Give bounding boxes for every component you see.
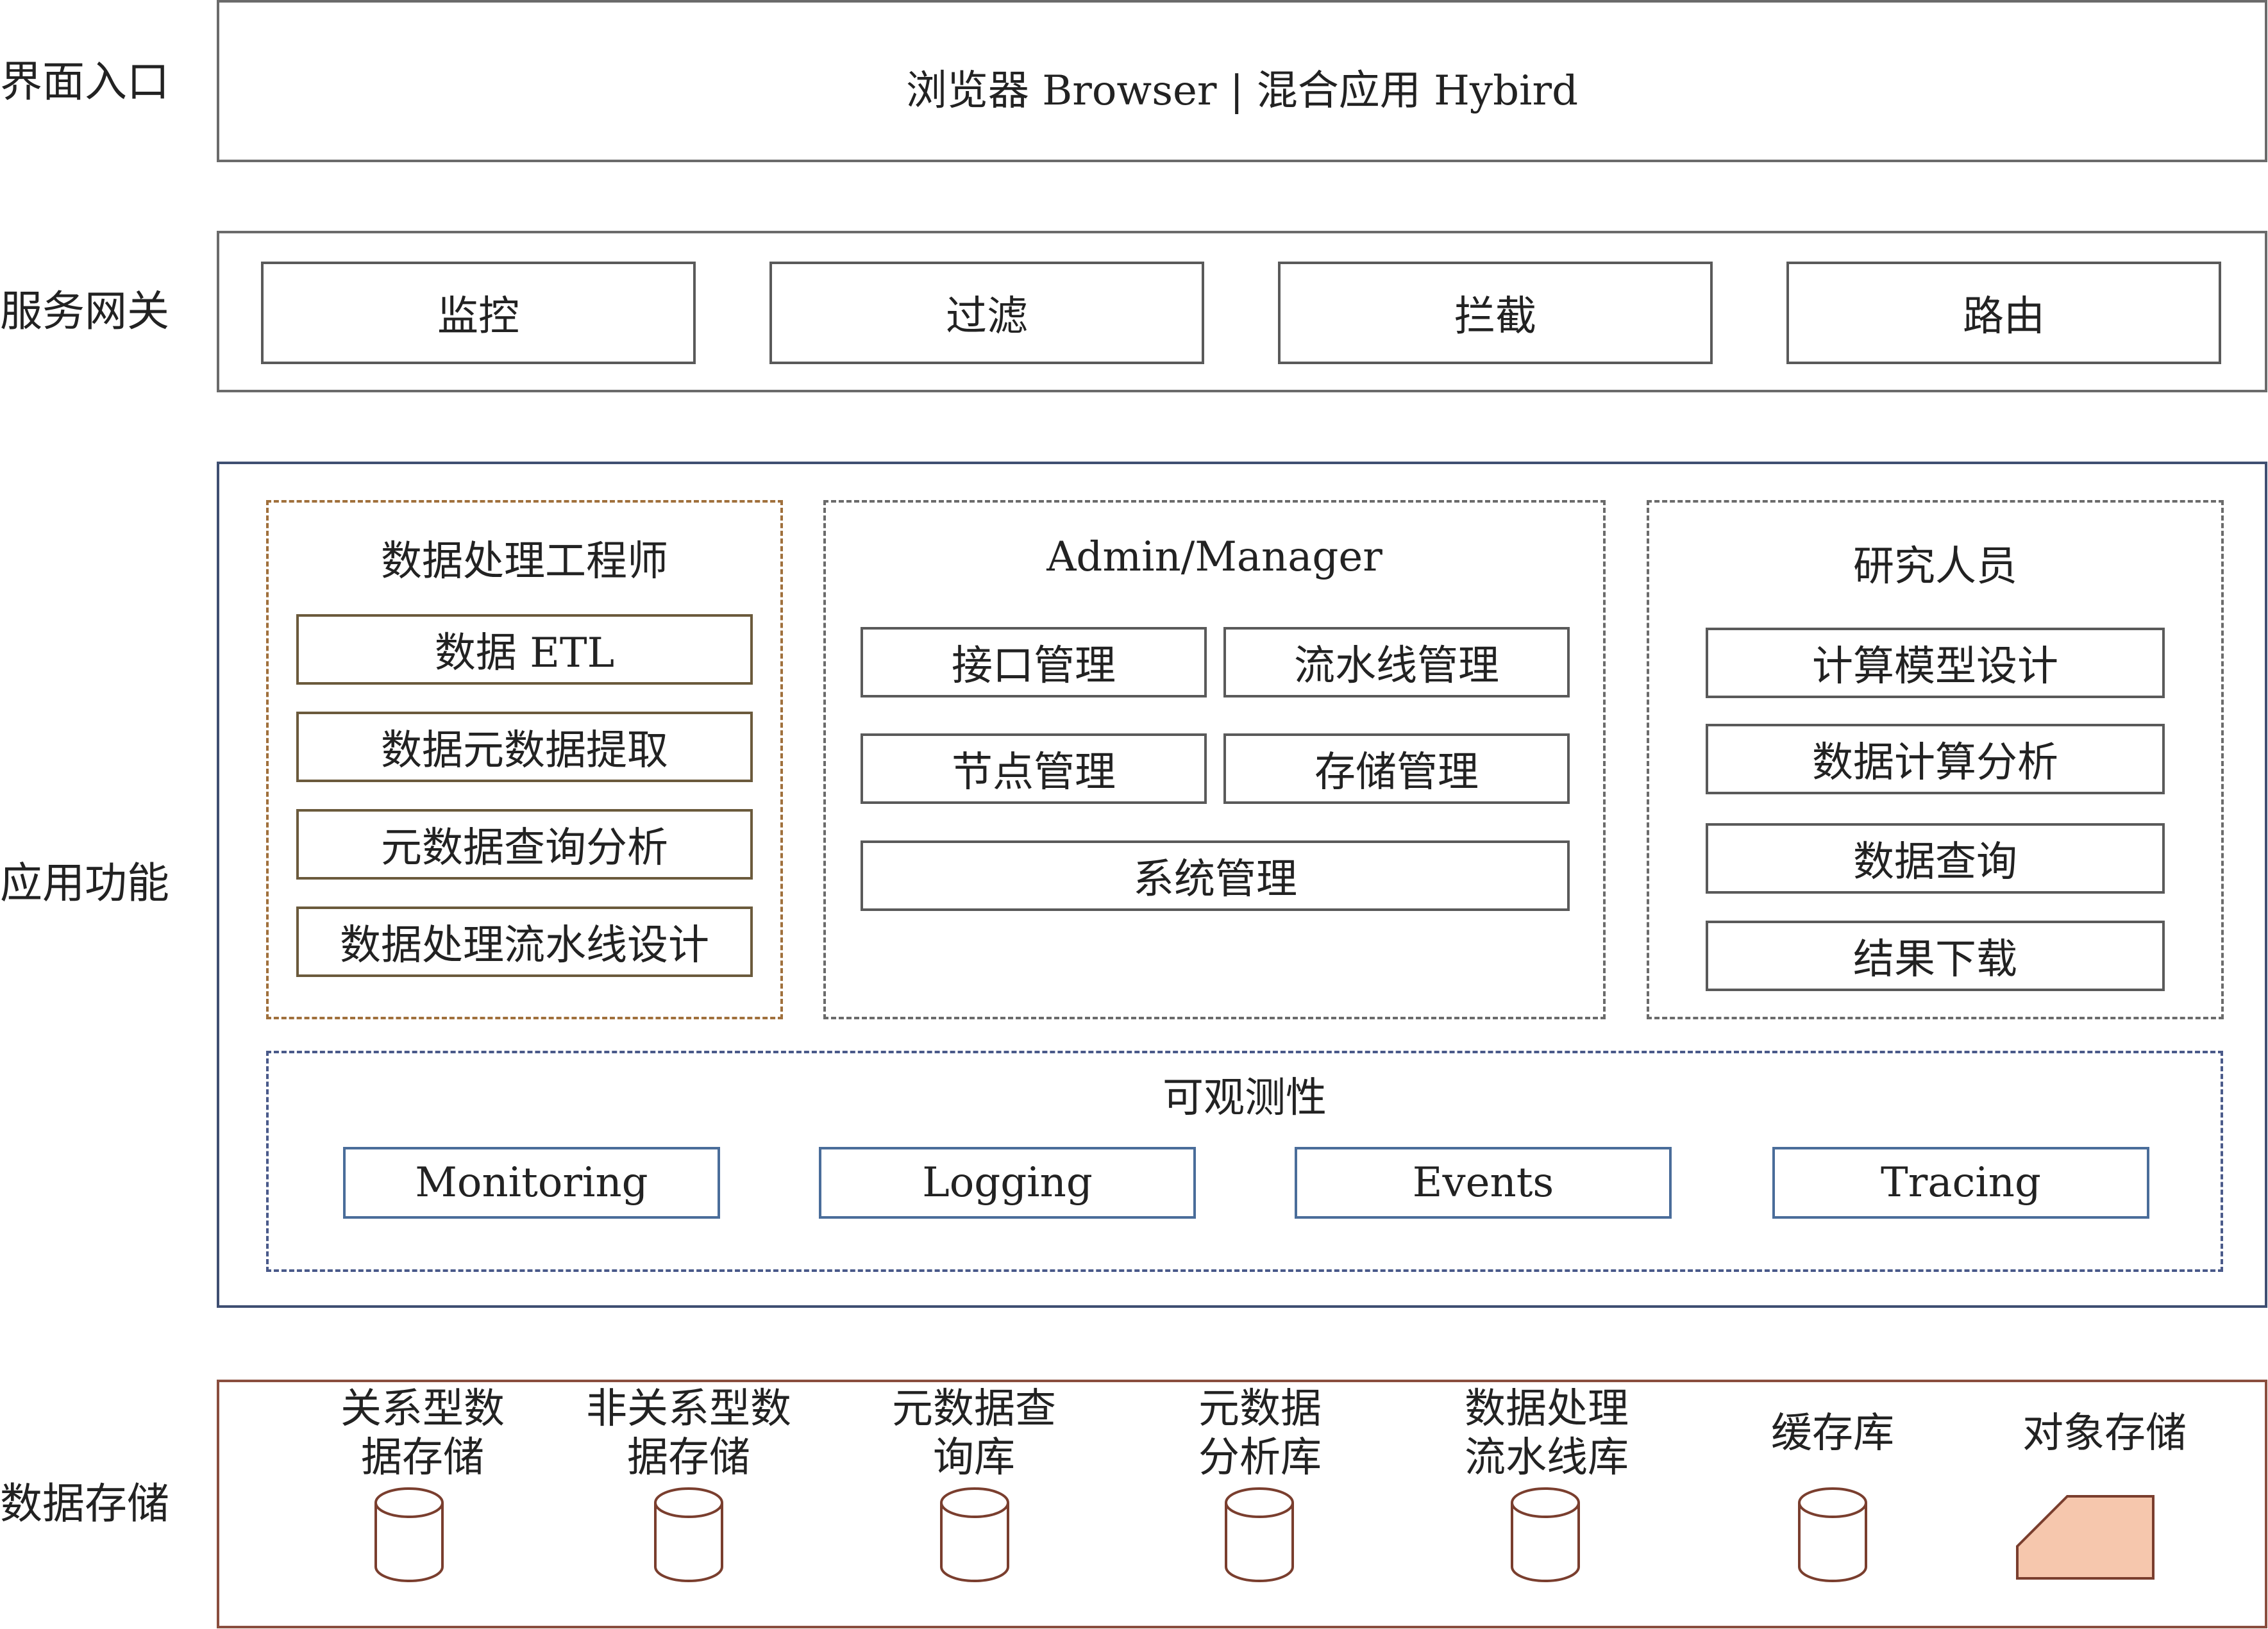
group-observability-title: 可观测性 [1163,1074,1327,1122]
group-research: 研究人员 计算模型设计 数据计算分析 数据查询 结果下载 [1647,500,2224,1019]
gateway-monitor: 监控 [261,262,696,364]
group-admin: Admin/Manager 接口管理 流水线管理 节点管理 存储管理 系统管理 [823,500,1606,1019]
storage-label: 元数据分析库 [1198,1385,1322,1482]
row-label-entry: 界面入口 [0,57,169,106]
engineer-item: 元数据查询分析 [296,809,753,880]
group-engineer: 数据处理工程师 数据 ETL 数据元数据提取 元数据查询分析 数据处理流水线设计 [266,500,783,1019]
app-panel: 数据处理工程师 数据 ETL 数据元数据提取 元数据查询分析 数据处理流水线设计… [217,462,2267,1308]
observability-monitoring: Monitoring [343,1147,720,1219]
database-cylinder-icon [1511,1487,1580,1582]
database-cylinder-icon [1225,1487,1294,1582]
row-label-storage: 数据存储 [0,1479,169,1528]
research-item: 计算模型设计 [1706,628,2165,698]
gateway-intercept: 拦截 [1278,262,1713,364]
database-cylinder-icon [1798,1487,1867,1582]
admin-item: 节点管理 [861,733,1207,804]
engineer-item: 数据处理流水线设计 [296,906,753,977]
group-observability: 可观测性 Monitoring Logging Events Tracing [266,1051,2223,1272]
observability-tracing: Tracing [1772,1147,2149,1219]
gateway-panel: 监控 过滤 拦截 路由 [217,231,2267,392]
storage-label: 元数据查询库 [892,1385,1056,1482]
observability-logging: Logging [819,1147,1196,1219]
row-label-app: 应用功能 [0,858,169,908]
entry-panel: 浏览器 Browser | 混合应用 Hybird [217,0,2267,162]
object-storage-icon [2016,1495,2155,1580]
database-cylinder-icon [654,1487,723,1582]
group-research-title: 研究人员 [1853,543,2017,590]
research-item: 数据计算分析 [1706,724,2165,794]
storage-label: 非关系型数据存储 [586,1385,791,1482]
admin-item: 流水线管理 [1223,627,1570,698]
entry-label: 浏览器 Browser | 混合应用 Hybird [905,67,1579,115]
observability-events: Events [1295,1147,1672,1219]
research-item: 结果下载 [1706,921,2165,991]
admin-item: 存储管理 [1223,733,1570,804]
storage-label: 缓存库 [1771,1410,1894,1457]
engineer-item: 数据元数据提取 [296,712,753,782]
storage-label: 数据处理流水线库 [1465,1385,1629,1482]
group-engineer-title: 数据处理工程师 [381,538,668,585]
row-label-gateway: 服务网关 [0,287,169,336]
storage-panel: 关系型数据存储 非关系型数据存储 元数据查询库 元数据分析库 数据处理流水线库 … [217,1380,2267,1628]
admin-item: 系统管理 [861,840,1570,911]
group-admin-title: Admin/Manager [1046,533,1382,581]
engineer-item: 数据 ETL [296,614,753,685]
research-item: 数据查询 [1706,823,2165,894]
gateway-route: 路由 [1786,262,2221,364]
database-cylinder-icon [940,1487,1009,1582]
storage-label: 关系型数据存储 [340,1385,505,1482]
storage-label: 对象存储 [2022,1410,2187,1457]
gateway-filter: 过滤 [769,262,1204,364]
admin-item: 接口管理 [861,627,1207,698]
database-cylinder-icon [374,1487,444,1582]
